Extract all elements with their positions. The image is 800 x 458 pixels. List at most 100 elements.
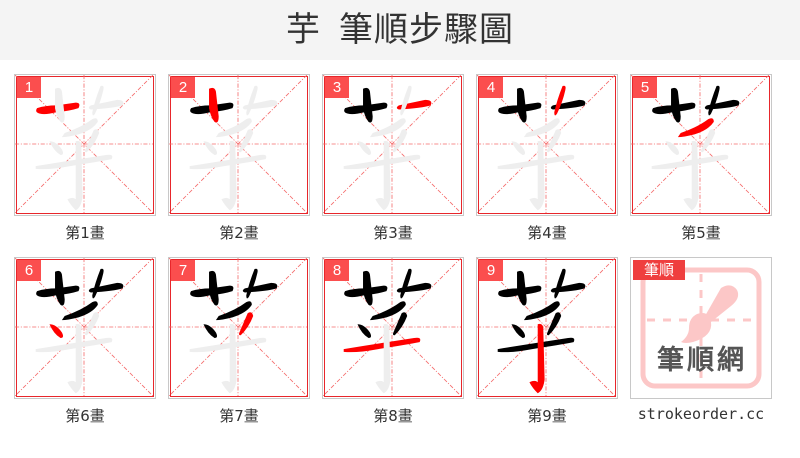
ghost-stroke xyxy=(369,118,406,138)
cell-border xyxy=(170,259,308,397)
stroke-canvas xyxy=(477,75,615,213)
step-label: 第3畫 xyxy=(373,224,413,242)
ghost-stroke xyxy=(529,140,545,211)
completed-stroke xyxy=(215,301,252,321)
step-label: 第4畫 xyxy=(527,224,567,242)
completed-stroke xyxy=(511,324,526,339)
ghost-stroke xyxy=(546,129,562,153)
stroke-step-card[interactable]: 2 xyxy=(168,74,310,216)
ghost-stroke xyxy=(55,87,65,123)
stroke-step-card[interactable]: 1 xyxy=(14,74,156,216)
ghost-stroke xyxy=(683,140,699,211)
step-number-badge: 3 xyxy=(325,77,349,98)
stroke-canvas xyxy=(323,258,461,396)
ghost-stroke xyxy=(67,323,83,394)
cell-border xyxy=(478,259,616,397)
cell-border xyxy=(632,76,770,214)
stroke-step-card[interactable]: 9 xyxy=(476,257,618,399)
stroke-canvas xyxy=(15,75,153,213)
current-stroke xyxy=(49,324,64,339)
ghost-stroke xyxy=(511,141,526,156)
cell-border xyxy=(16,259,154,397)
completed-stroke xyxy=(55,270,65,306)
step-number-badge: 6 xyxy=(17,260,41,281)
stroke-step-card[interactable]: 8 xyxy=(322,257,464,399)
step-label: 第5畫 xyxy=(681,224,721,242)
step-label: 第7畫 xyxy=(219,407,259,425)
ghost-stroke xyxy=(375,323,391,394)
completed-stroke xyxy=(92,268,104,299)
page-title: 芋筆順步驟圖 xyxy=(0,0,800,60)
completed-stroke xyxy=(203,324,218,339)
completed-stroke xyxy=(517,87,527,123)
ghost-stroke xyxy=(375,140,391,211)
brush-logo-icon xyxy=(640,267,762,389)
ghost-stroke xyxy=(203,141,218,156)
step-number-badge: 4 xyxy=(479,77,503,98)
ghost-stroke xyxy=(35,337,113,353)
current-stroke xyxy=(238,312,254,336)
stroke-canvas xyxy=(323,75,461,213)
ghost-stroke xyxy=(357,141,372,156)
ghost-stroke xyxy=(35,154,113,170)
current-stroke xyxy=(554,85,566,116)
cell-border xyxy=(478,76,616,214)
completed-stroke xyxy=(357,324,372,339)
ghost-stroke xyxy=(651,154,729,170)
logo-tag: 筆順 xyxy=(633,260,685,280)
ghost-stroke xyxy=(497,154,575,170)
site-link[interactable]: strokeorder.cc xyxy=(637,405,765,423)
logo-card[interactable]: 筆順 筆順網 xyxy=(630,257,772,399)
ghost-stroke xyxy=(84,312,100,336)
stroke-step-card[interactable]: 4 xyxy=(476,74,618,216)
ghost-stroke xyxy=(238,129,254,153)
completed-stroke xyxy=(400,268,412,299)
stroke-step-card[interactable]: 6 xyxy=(14,257,156,399)
stroke-canvas xyxy=(169,75,307,213)
step-label: 第2畫 xyxy=(219,224,259,242)
stroke-step-card[interactable]: 3 xyxy=(322,74,464,216)
cell-border xyxy=(324,76,462,214)
completed-stroke xyxy=(61,301,98,321)
ghost-stroke xyxy=(665,141,680,156)
completed-stroke xyxy=(708,85,720,116)
completed-stroke xyxy=(671,87,681,123)
current-stroke xyxy=(343,337,421,353)
stroke-step-card[interactable]: 5 xyxy=(630,74,772,216)
step-label: 第1畫 xyxy=(65,224,105,242)
ghost-stroke xyxy=(49,141,64,156)
title-text: 筆順步驟圖 xyxy=(339,10,514,50)
step-number-badge: 5 xyxy=(633,77,657,98)
ghost-stroke xyxy=(523,118,560,138)
completed-stroke xyxy=(497,337,575,353)
step-number-badge: 2 xyxy=(171,77,195,98)
ghost-stroke xyxy=(67,140,83,211)
ghost-stroke xyxy=(221,140,237,211)
cell-border xyxy=(170,76,308,214)
current-stroke xyxy=(677,118,714,138)
stroke-canvas xyxy=(477,258,615,396)
completed-stroke xyxy=(363,87,373,123)
completed-stroke xyxy=(246,268,258,299)
ghost-stroke xyxy=(400,85,412,116)
ghost-stroke xyxy=(189,337,267,353)
stroke-canvas xyxy=(169,258,307,396)
step-label: 第6畫 xyxy=(65,407,105,425)
ghost-stroke xyxy=(392,129,408,153)
stroke-step-card[interactable]: 7 xyxy=(168,257,310,399)
completed-stroke xyxy=(209,270,219,306)
header-bar: 芋筆順步驟圖 xyxy=(0,0,800,60)
completed-stroke xyxy=(523,301,560,321)
completed-stroke xyxy=(392,312,408,336)
ghost-stroke xyxy=(221,323,237,394)
ghost-stroke xyxy=(84,129,100,153)
ghost-stroke xyxy=(343,154,421,170)
stroke-canvas xyxy=(631,75,769,213)
ghost-stroke xyxy=(189,154,267,170)
current-stroke xyxy=(209,87,219,123)
cell-border xyxy=(16,76,154,214)
step-number-badge: 9 xyxy=(479,260,503,281)
completed-stroke xyxy=(546,312,562,336)
ghost-stroke xyxy=(61,118,98,138)
current-stroke xyxy=(529,323,545,394)
